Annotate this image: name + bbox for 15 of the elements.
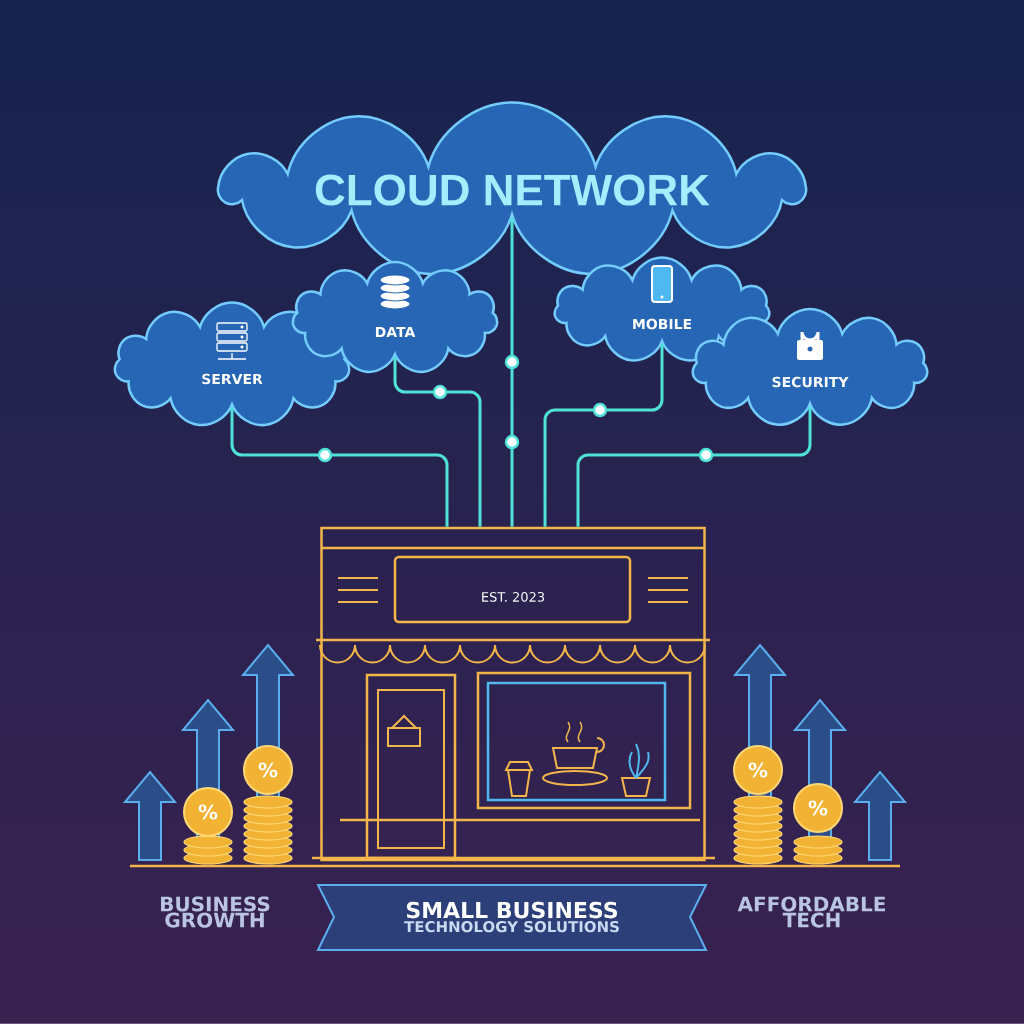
cloud: SECURITY	[691, 307, 929, 426]
percent-sign: %	[198, 804, 218, 820]
cloud: DATA	[291, 260, 499, 374]
percent-sign: %	[258, 762, 278, 778]
circuit-line	[543, 344, 664, 527]
banner: SMALL BUSINESS TECHNOLOGY SOLUTIONS	[316, 884, 708, 951]
circuit-line	[576, 406, 812, 527]
percent-sign: %	[808, 800, 828, 816]
storefront: EST. 2023	[320, 526, 706, 862]
cloud: CLOUD NETWORK	[216, 101, 808, 276]
circuit-line	[230, 407, 449, 527]
caption-text: BUSINESS GROWTH	[161, 896, 270, 928]
caption-text: AFFORDABLE TECH	[737, 896, 885, 928]
circuit-line	[393, 357, 482, 527]
percent-sign: %	[748, 762, 768, 778]
